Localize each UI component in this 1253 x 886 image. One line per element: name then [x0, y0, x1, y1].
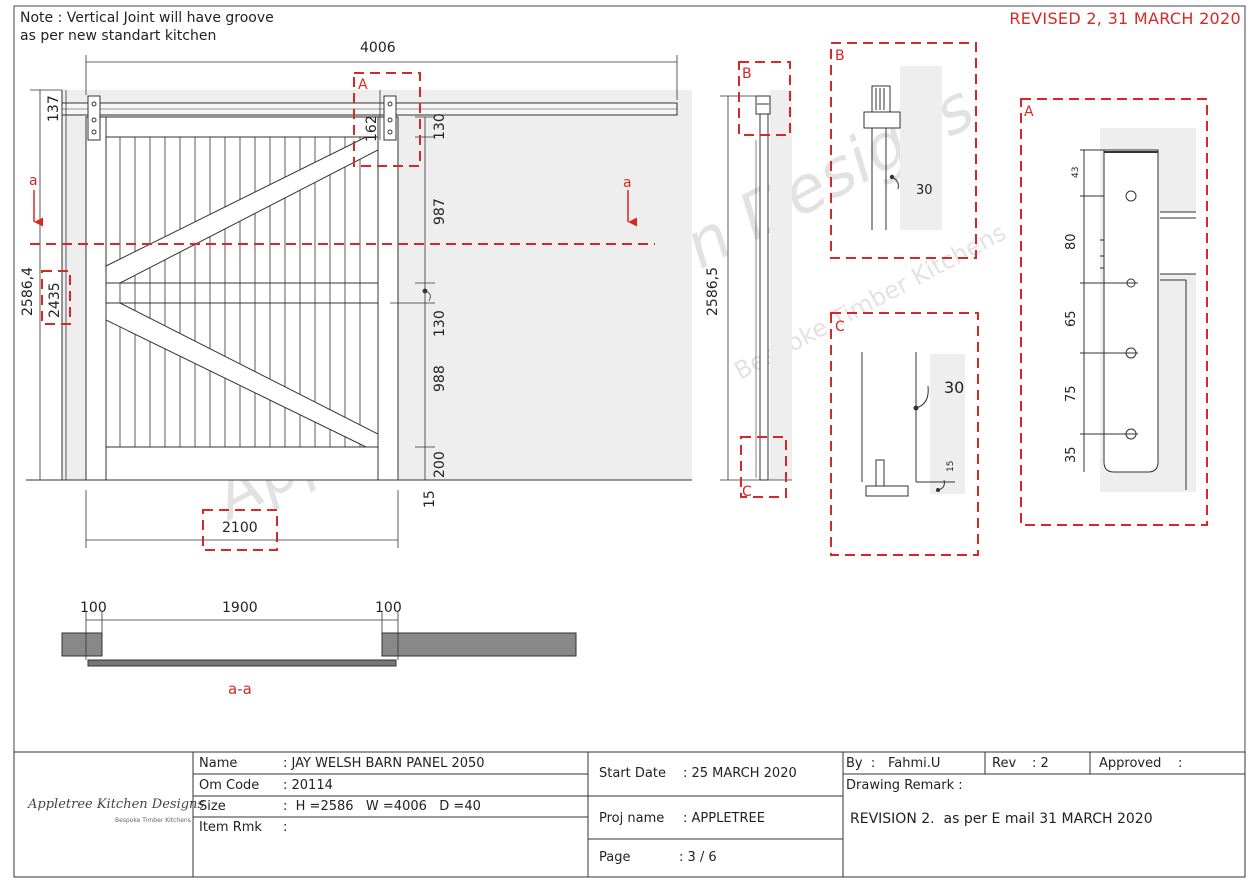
- callout-c-box: [740, 436, 787, 498]
- top-rail: [105, 116, 379, 138]
- item-remark-value: :: [283, 820, 288, 835]
- dim-2435: 2435: [47, 282, 63, 318]
- section-1900: 1900: [222, 600, 258, 616]
- by-label: By :: [846, 756, 876, 771]
- project-name-label: Proj name: [599, 811, 665, 826]
- marker-a-left: a: [29, 173, 38, 189]
- detail-a-43: 43: [1071, 167, 1081, 178]
- callout-a-label: A: [358, 77, 368, 93]
- side-view: [720, 90, 792, 481]
- dim-15: 15: [422, 490, 438, 508]
- approved-label: Approved: [1099, 756, 1162, 771]
- detail-b-30: 30: [916, 183, 933, 198]
- dim-130-mid: 130: [432, 310, 448, 337]
- drawing-remark-value: REVISION 2. as per E mail 31 MARCH 2020: [850, 811, 1153, 827]
- detail-b: B 30: [830, 42, 977, 259]
- detail-c-15: 15: [946, 461, 956, 472]
- section-100-right: 100: [375, 600, 402, 616]
- dim-988: 988: [432, 365, 448, 392]
- callout-a-box: [353, 72, 421, 167]
- detail-a: A 43 80: [1020, 98, 1208, 526]
- detail-a-65: 65: [1064, 310, 1079, 327]
- item-remark-label: Item Rmk: [199, 820, 262, 835]
- dim-987: 987: [432, 198, 448, 225]
- detail-a-75: 75: [1064, 385, 1079, 402]
- detail-a-80: 80: [1064, 233, 1079, 250]
- vertical-boards: [119, 137, 361, 447]
- mid-rail: [105, 282, 379, 304]
- drawing-remark-label: Drawing Remark :: [846, 778, 963, 793]
- detail-b-frame: [830, 42, 977, 259]
- dim-200: 200: [432, 451, 448, 478]
- red-labels: a a A: [29, 77, 632, 191]
- section-left-wall: [61, 632, 103, 657]
- logo-subtext: Bespoke Timber Kitchens: [115, 817, 191, 824]
- detail-a-frame: [1020, 98, 1208, 526]
- dim-4006: 4006: [360, 40, 396, 56]
- detail-a-35: 35: [1064, 446, 1079, 463]
- dim-137: 137: [46, 95, 62, 122]
- front-dimension-labels: 4006 137 162 130 987 130 988 200 15 2586…: [20, 40, 448, 536]
- section-a-a: [61, 612, 577, 667]
- size-label: Size: [199, 799, 226, 814]
- callout-b-box: [738, 61, 791, 136]
- title-block-grid: [13, 751, 1246, 878]
- size-value: : H =2586 W =4006 D =40: [283, 799, 481, 814]
- left-stile: [85, 116, 107, 481]
- rev-value: : 2: [1032, 756, 1049, 771]
- page-value: : 3 / 6: [679, 850, 717, 865]
- logo-text: Appletree Kitchen Designs: [28, 797, 205, 812]
- section-door: [87, 659, 397, 667]
- start-date-value: : 25 MARCH 2020: [683, 766, 797, 781]
- note: Note : Vertical Joint will have groove a…: [20, 9, 274, 45]
- callout-2100-box: [202, 509, 278, 551]
- front-dimensions: [30, 55, 678, 548]
- section-label-a-a: a-a: [228, 680, 252, 698]
- note-line-2: as per new standart kitchen: [20, 28, 217, 44]
- front-elevation: [26, 90, 692, 481]
- callout-c-label: C: [742, 484, 752, 500]
- dim-2586-5: 2586,5: [705, 267, 721, 316]
- detail-b-label: B: [835, 48, 845, 64]
- marker-a-right: a: [623, 175, 632, 191]
- note-line-1: Note : Vertical Joint will have groove: [20, 10, 274, 26]
- callout-b-label: B: [742, 66, 752, 82]
- side-door: [759, 109, 769, 481]
- detail-c-frame: [830, 312, 979, 556]
- dim-2586-4: 2586,4: [20, 267, 36, 316]
- section-right-wall: [381, 632, 577, 657]
- dim-130-top: 130: [432, 113, 448, 140]
- revision-stamp: REVISED 2, 31 MARCH 2020: [1009, 9, 1241, 28]
- right-stile: [377, 116, 399, 481]
- project-name-value: : APPLETREE: [683, 811, 765, 826]
- section-markers: [33, 190, 637, 227]
- dim-162: 162: [364, 115, 380, 142]
- name-value: : JAY WELSH BARN PANEL 2050: [283, 756, 485, 771]
- approved-value: :: [1178, 756, 1183, 771]
- detail-c-30: 30: [944, 378, 964, 397]
- page-label: Page: [599, 850, 631, 865]
- lower-brace: [105, 302, 379, 448]
- name-label: Name: [199, 756, 238, 771]
- detail-c: C 30 15: [830, 312, 979, 556]
- detail-a-label: A: [1024, 104, 1034, 120]
- side-red-callouts: [738, 61, 791, 498]
- section-100-left: 100: [80, 600, 107, 616]
- rev-label: Rev: [992, 756, 1017, 771]
- dim-2100: 2100: [222, 520, 258, 536]
- om-code-label: Om Code: [199, 778, 260, 793]
- bottom-rail: [105, 446, 379, 481]
- callout-2435-box: [41, 270, 71, 325]
- om-code-value: : 20114: [283, 778, 333, 793]
- by-value: Fahmi.U: [888, 756, 941, 771]
- detail-c-label: C: [835, 319, 845, 335]
- front-red-callouts: [30, 72, 655, 551]
- start-date-label: Start Date: [599, 766, 666, 781]
- section-labels: 100 1900 100 a-a: [80, 600, 402, 698]
- upper-brace: [105, 136, 379, 284]
